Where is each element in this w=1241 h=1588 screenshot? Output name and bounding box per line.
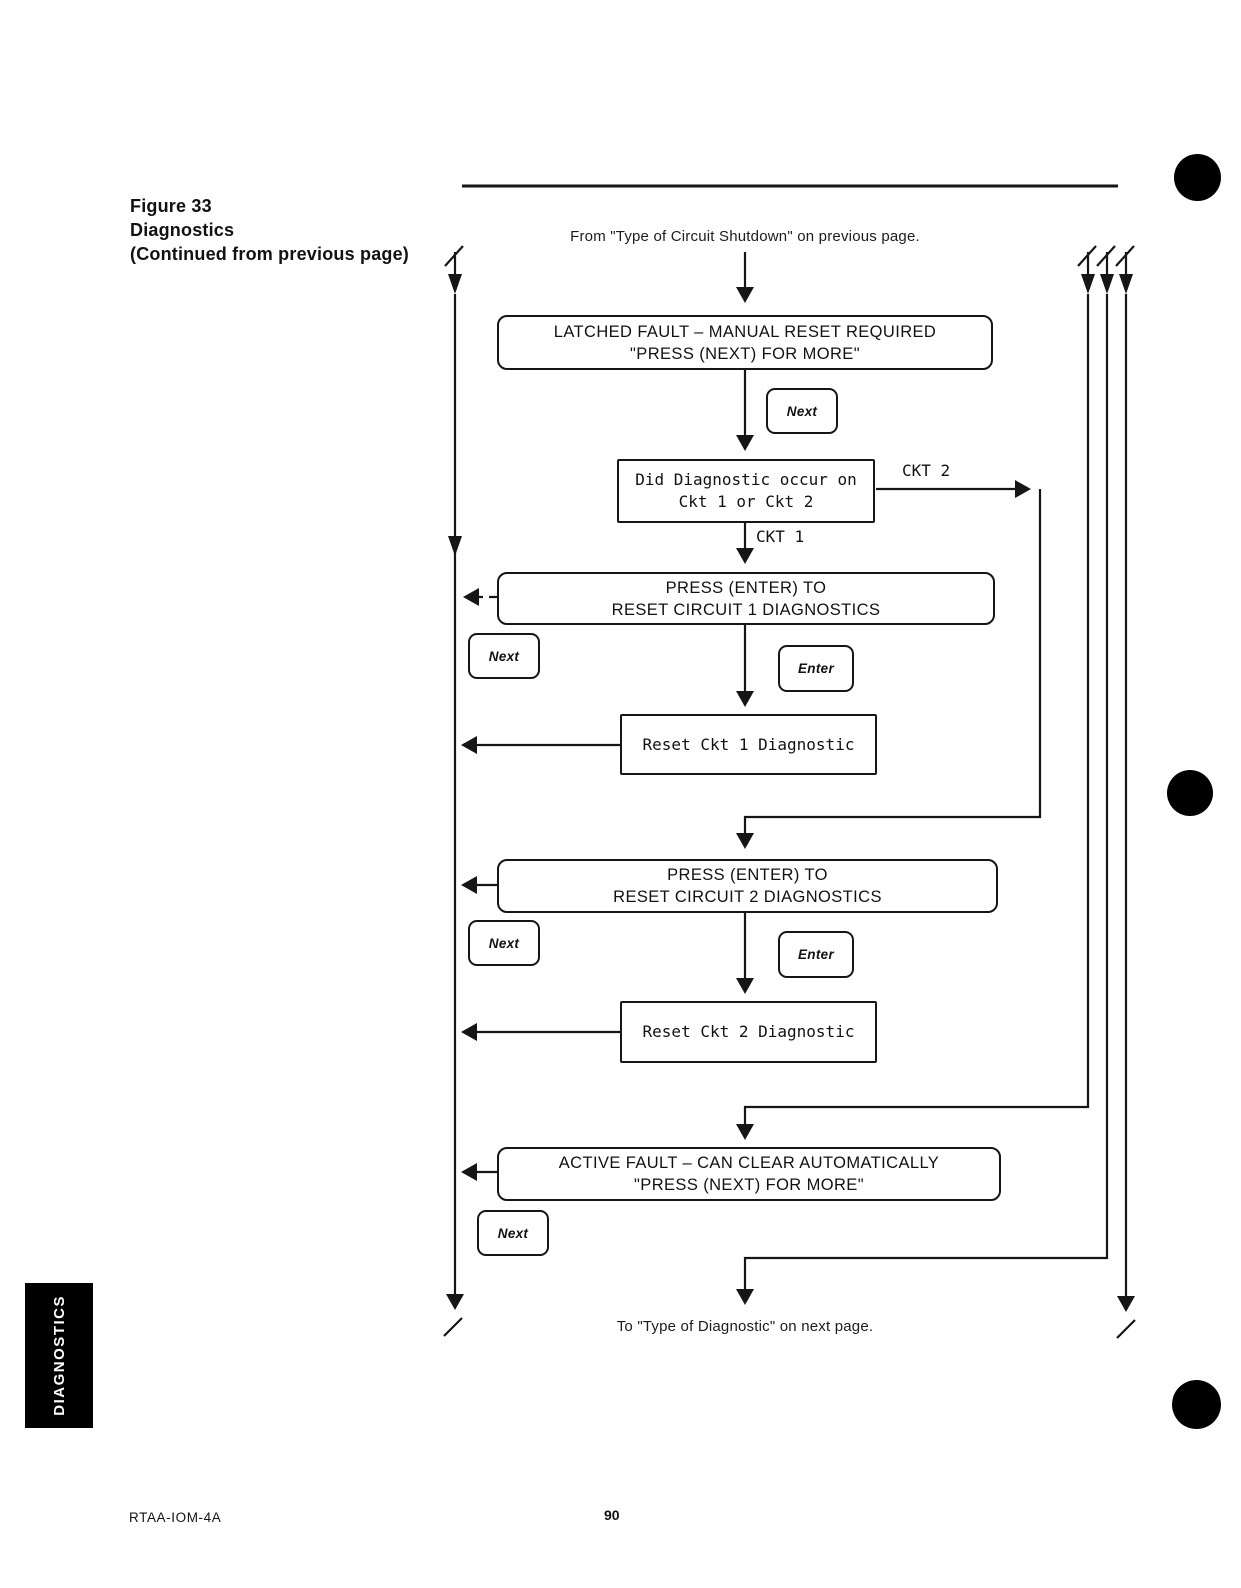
active-fault-line2: "PRESS (NEXT) FOR MORE" bbox=[634, 1176, 864, 1194]
from-previous-page-note: From "Type of Circuit Shutdown" on previ… bbox=[570, 228, 920, 245]
binder-hole-dot-top bbox=[1174, 154, 1221, 201]
press-enter-1-line2: RESET CIRCUIT 1 DIAGNOSTICS bbox=[611, 600, 881, 619]
reset-ckt1-label: Reset Ckt 1 Diagnostic bbox=[642, 734, 855, 754]
press-enter-1-line1: PRESS (ENTER) TO bbox=[665, 578, 827, 597]
latched-fault-line1: LATCHED FAULT – MANUAL RESET REQUIRED bbox=[553, 322, 937, 341]
flow-box-press-enter-circuit1: PRESS (ENTER) TO RESET CIRCUIT 1 DIAGNOS… bbox=[497, 572, 995, 625]
next-key-3: Next bbox=[468, 920, 540, 966]
decision-line1: Did Diagnostic occur on bbox=[635, 470, 857, 489]
enter-key-2: Enter bbox=[778, 931, 854, 978]
flow-box-decision-circuit: Did Diagnostic occur on Ckt 1 or Ckt 2 bbox=[617, 459, 875, 523]
branch-label-ckt1: CKT 1 bbox=[756, 527, 805, 546]
flow-box-active-fault: ACTIVE FAULT – CAN CLEAR AUTOMATICALLY "… bbox=[497, 1147, 1001, 1201]
section-tab-label: DIAGNOSTICS bbox=[50, 1295, 68, 1416]
flow-box-latched-fault: LATCHED FAULT – MANUAL RESET REQUIRED "P… bbox=[497, 315, 993, 370]
figure-title-line1: Figure 33 bbox=[130, 196, 212, 216]
latched-fault-line2: "PRESS (NEXT) FOR MORE" bbox=[630, 344, 860, 363]
enter-key-1: Enter bbox=[778, 645, 854, 692]
binder-hole-dot-bottom bbox=[1172, 1380, 1221, 1429]
next-key-1: Next bbox=[766, 388, 838, 434]
flow-box-reset-ckt2: Reset Ckt 2 Diagnostic bbox=[620, 1001, 877, 1063]
branch-label-ckt2: CKT 2 bbox=[902, 461, 951, 480]
section-tab-diagnostics: DIAGNOSTICS bbox=[25, 1283, 93, 1428]
figure-title-line3: (Continued from previous page) bbox=[130, 244, 410, 264]
to-next-page-note: To "Type of Diagnostic" on next page. bbox=[616, 1318, 874, 1335]
flow-box-press-enter-circuit2: PRESS (ENTER) TO RESET CIRCUIT 2 DIAGNOS… bbox=[497, 859, 998, 913]
next-key-2: Next bbox=[468, 633, 540, 679]
press-enter-2-line2: RESET CIRCUIT 2 DIAGNOSTICS bbox=[613, 888, 882, 906]
page-number: 90 bbox=[604, 1507, 620, 1523]
figure-title-line2: Diagnostics bbox=[130, 220, 235, 240]
binder-hole-dot-middle bbox=[1167, 770, 1213, 816]
figure-title: Figure 33 Diagnostics (Continued from pr… bbox=[130, 194, 409, 266]
press-enter-2-line1: PRESS (ENTER) TO bbox=[667, 866, 828, 884]
active-fault-line1: ACTIVE FAULT – CAN CLEAR AUTOMATICALLY bbox=[558, 1154, 940, 1172]
reset-ckt2-label: Reset Ckt 2 Diagnostic bbox=[642, 1022, 855, 1041]
document-code: RTAA-IOM-4A bbox=[129, 1510, 222, 1525]
flow-box-reset-ckt1: Reset Ckt 1 Diagnostic bbox=[620, 714, 877, 775]
next-key-4: Next bbox=[477, 1210, 549, 1256]
decision-line2: Ckt 1 or Ckt 2 bbox=[678, 492, 814, 511]
